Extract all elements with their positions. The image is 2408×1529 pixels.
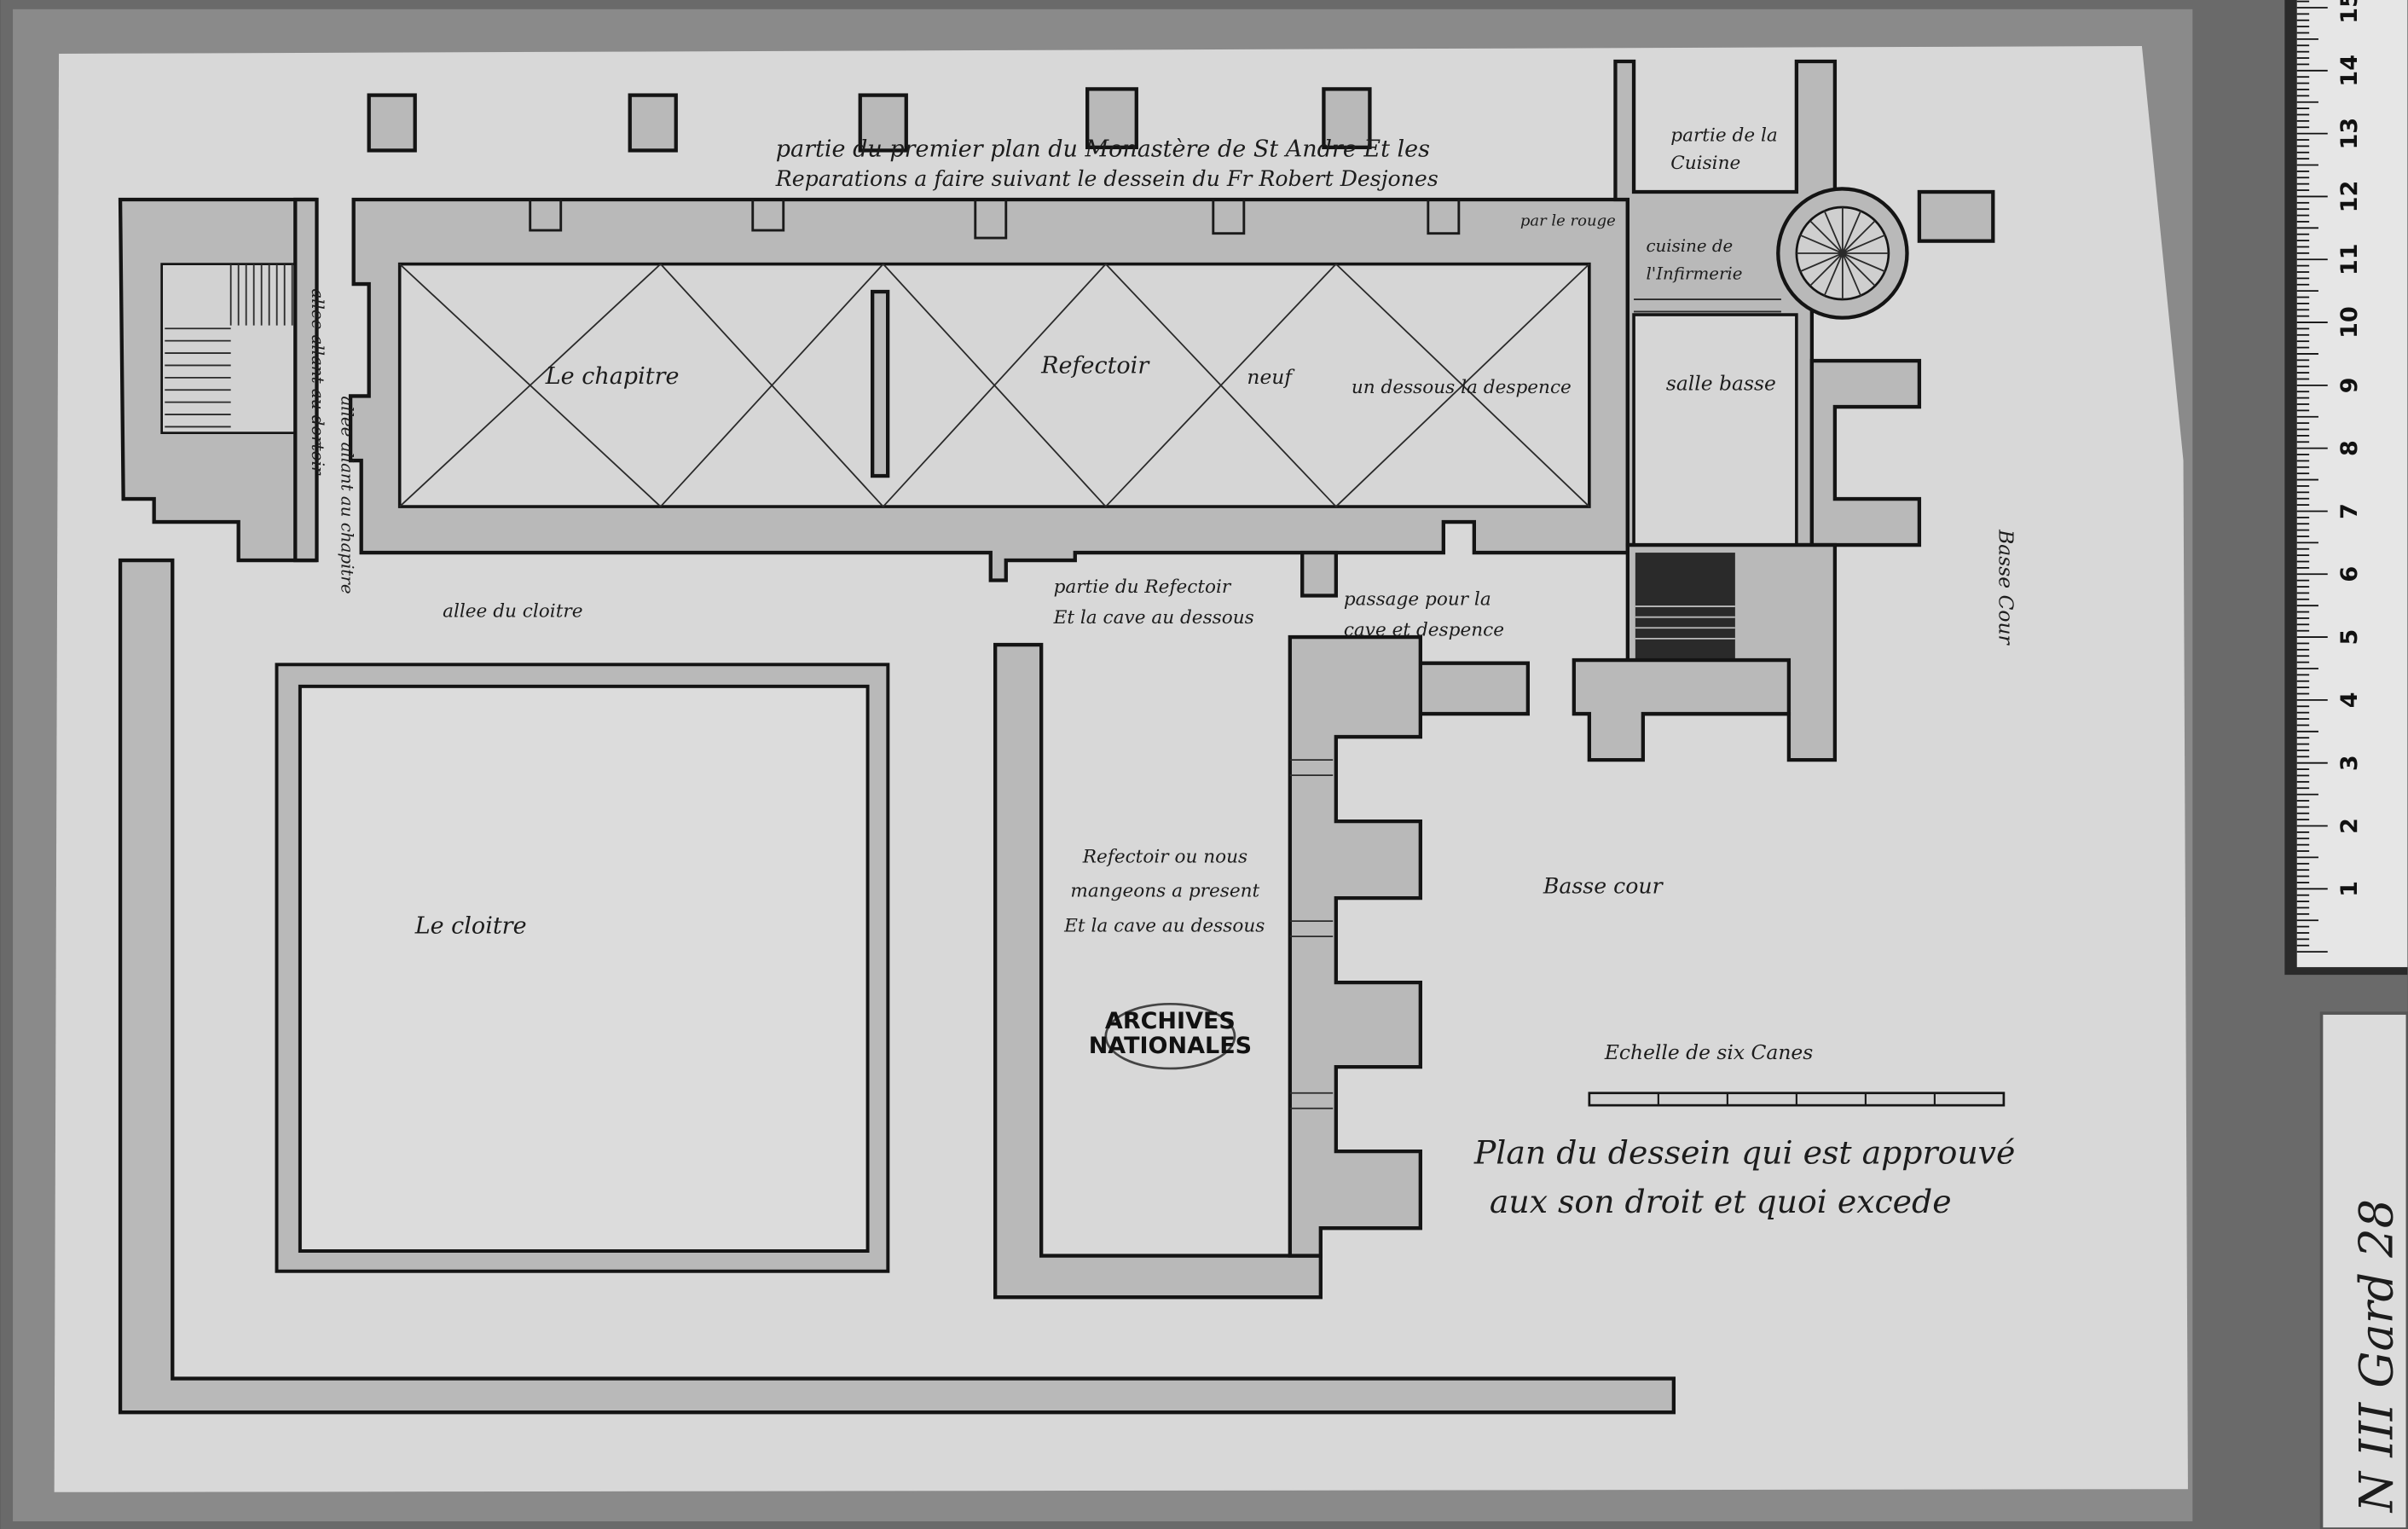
title-note: par le rouge [1520, 212, 1616, 230]
vault-diagonals [399, 263, 1590, 507]
window-openings [367, 87, 1995, 243]
label-refectoir: Refectoir [1040, 352, 1150, 379]
ruler-number: 3 [2336, 755, 2363, 771]
archives-stamp: ARCHIVES NATIONALES [1089, 1002, 1252, 1070]
stamp-line-2: NATIONALES [1089, 1033, 1252, 1059]
stair-block [118, 197, 319, 563]
current-refectory [993, 634, 1422, 1300]
label-infirmerie-1: cuisine de [1646, 236, 1733, 256]
label-cuisine-2: Cuisine [1670, 153, 1740, 174]
plan-labels: partie du premier plan du Monastère de S… [308, 125, 2017, 1221]
label-passage-2: cave et despence [1344, 619, 1504, 640]
label-neuf: neuf [1247, 365, 1295, 389]
label-refectoir-present-1: Refectoir ou nous [1082, 847, 1247, 868]
ruler-number: 11 [2336, 243, 2363, 275]
label-allee-cloitre: allee du cloitre [443, 601, 582, 623]
label-dessous: un dessous la despence [1352, 377, 1572, 398]
scale-bar [1588, 1092, 2006, 1107]
label-partie-refectoir-2: Et la cave au dessous [1053, 607, 1254, 628]
ruler-number: 2 [2336, 818, 2363, 834]
ruler-number: 6 [2336, 566, 2363, 582]
ruler-number: 12 [2336, 181, 2363, 213]
chapter-refectory-wing [348, 197, 1630, 598]
label-allee-dortoir: allee allant au dortoir [308, 288, 327, 476]
ruler-number: 9 [2336, 377, 2363, 393]
spiral-staircase [1776, 187, 1909, 320]
label-refectoir-present-2: mangeons a present [1070, 880, 1259, 901]
label-refectoir-present-3: Et la cave au dessous [1063, 916, 1265, 937]
approval-line-2: aux son droit et quoi excede [1490, 1183, 1952, 1220]
stamp-line-1: ARCHIVES [1105, 1008, 1236, 1034]
ruler-number: 4 [2336, 692, 2363, 708]
label-cuisine-1: partie de la [1670, 125, 1778, 147]
scale-label: Echelle de six Canes [1604, 1040, 1813, 1064]
ruler-number: 8 [2336, 440, 2363, 456]
cellar-stairs [1418, 542, 1838, 762]
label-partie-refectoir-1: partie du Refectoir [1054, 576, 1232, 598]
label-basse-cour-vertical: Basse Cour [1994, 529, 2018, 646]
ruler-number: 5 [2336, 629, 2363, 646]
ruler-number: 14 [2336, 55, 2363, 87]
approval-line-1: Plan du dessein qui est approuvé [1473, 1134, 2016, 1172]
label-chapitre: Le chapitre [545, 363, 680, 390]
cloister [118, 558, 1676, 1415]
ruler-number: 13 [2336, 118, 2363, 150]
ruler-number: 1 [2336, 881, 2363, 897]
label-infirmerie-2: l'Infirmerie [1646, 264, 1742, 284]
shelfmark: N III Gard 28 [2349, 1199, 2403, 1514]
shelfmark-label: N III Gard 28 [2319, 1011, 2408, 1529]
ruler-number: 15 [2336, 0, 2363, 24]
label-salle-basse: salle basse [1666, 371, 1776, 395]
label-cloitre: Le cloitre [414, 913, 527, 940]
label-basse-cour: Basse cour [1543, 874, 1664, 899]
kitchen-wing [1613, 59, 1922, 547]
title-line-1: partie du premier plan du Monastère de S… [776, 136, 1430, 163]
ruler-number: 10 [2336, 306, 2363, 339]
title-line-2: Reparations a faire suivant le dessein d… [775, 166, 1438, 191]
label-allee-chapitre: allee allant au chapitre [337, 396, 356, 594]
pillar [870, 289, 890, 478]
label-passage-1: passage pour la [1344, 588, 1491, 610]
ruler-number: 7 [2336, 503, 2363, 519]
